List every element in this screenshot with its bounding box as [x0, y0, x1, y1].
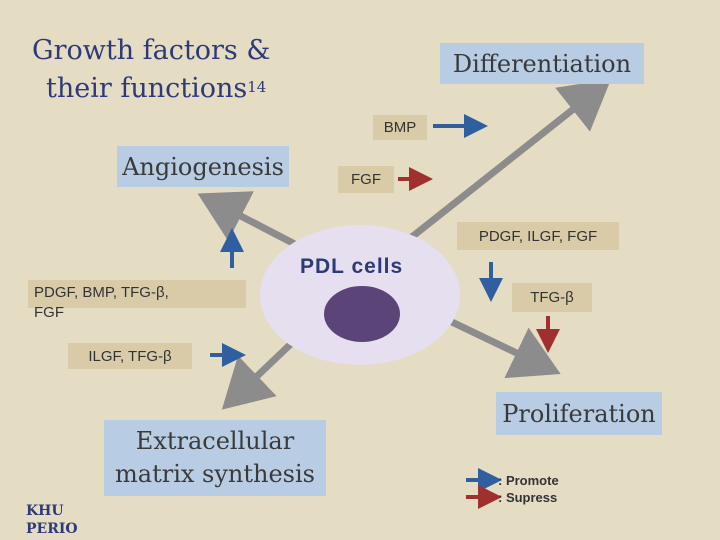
- factor-pdgf-bmp-tfg-wrap: PDGF, BMP, TFG-β, FGF: [28, 283, 169, 323]
- proliferation-label: Proliferation: [502, 399, 656, 428]
- factor-tfg-beta: TFG-β: [530, 289, 574, 306]
- angiogenesis-box: Angiogenesis: [117, 146, 289, 187]
- factor-ilgf-tfg: ILGF, TFG-β: [88, 347, 172, 365]
- title-superscript: 14: [247, 78, 267, 96]
- factor-bmp: BMP: [383, 119, 417, 136]
- slide-title: Growth factors & their functions14: [32, 32, 332, 108]
- footer-line-1: KHU: [26, 503, 64, 519]
- angiogenesis-label: Angiogenesis: [122, 152, 284, 181]
- ecm-label-line-1: Extracellular: [135, 427, 295, 455]
- factor-box-pdgf-bmp-tfg: PDGF, BMP, TFG-β, FGF: [28, 280, 246, 321]
- khu-perio-logo: KHU PERIO: [26, 502, 78, 538]
- factor-box-pdgf-ilgf-fgf: PDGF, ILGF, FGF: [457, 222, 619, 250]
- factor-pdgf-ilgf-fgf: PDGF, ILGF, FGF: [478, 227, 598, 245]
- factor-box-bmp: BMP: [373, 115, 427, 140]
- legend-promote-label: : Promote: [498, 473, 559, 488]
- ecm-label-line-2: matrix synthesis: [115, 460, 315, 488]
- factor-pdgf-bmp-tfg-line-2: FGF: [34, 304, 64, 321]
- title-line-1: Growth factors &: [32, 35, 271, 66]
- pdl-cells-label: PDL cells: [300, 255, 404, 278]
- footer-line-2: PERIO: [26, 521, 78, 537]
- differentiation-label: Differentiation: [452, 49, 632, 78]
- title-line-2-text: their functions: [46, 73, 248, 104]
- proliferation-box: Proliferation: [496, 392, 662, 435]
- pdl-nucleus: [324, 286, 400, 342]
- factor-box-fgf: FGF: [338, 166, 394, 193]
- factor-pdgf-bmp-tfg-line-1: PDGF, BMP, TFG-β,: [34, 284, 169, 301]
- differentiation-box: Differentiation: [440, 43, 644, 84]
- factor-fgf: FGF: [351, 171, 381, 188]
- factor-box-ilgf-tfg: ILGF, TFG-β: [68, 343, 192, 369]
- factor-box-tfg-beta: TFG-β: [512, 283, 592, 312]
- title-line-2: their functions14: [32, 70, 332, 108]
- ecm-synthesis-box: Extracellular matrix synthesis: [104, 420, 326, 496]
- legend-supress-label: : Supress: [498, 490, 558, 505]
